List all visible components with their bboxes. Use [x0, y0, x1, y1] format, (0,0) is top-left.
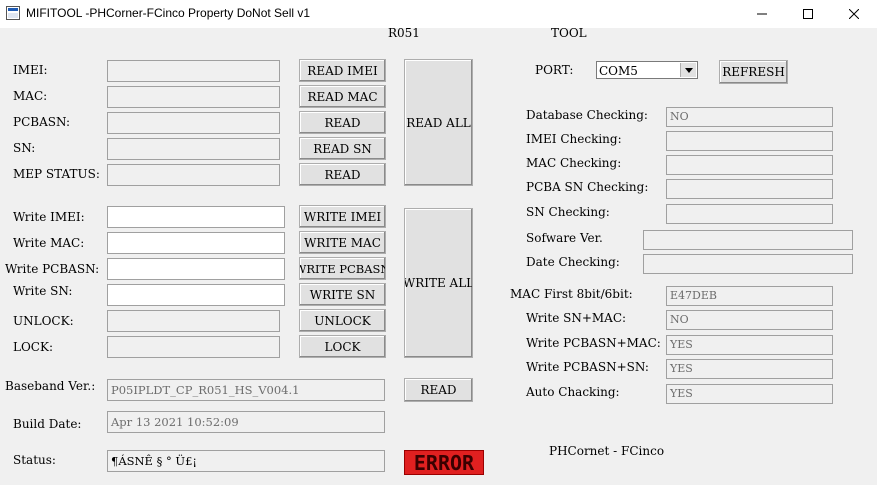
baseband-label: Baseband Ver.: [5, 379, 96, 393]
write-pcbasn-input[interactable] [107, 258, 285, 280]
refresh-button[interactable]: REFRESH [719, 60, 788, 84]
read-pcbasn-button[interactable]: READ [299, 111, 386, 134]
mac-first-bits-label: MAC First 8bit/6bit: [510, 287, 633, 301]
build-date-label: Build Date: [13, 417, 82, 431]
mep-status-label: MEP STATUS: [13, 167, 100, 181]
write-sn-label: Write SN: [13, 284, 73, 298]
read-mep-status-button[interactable]: READ [299, 163, 386, 186]
port-select[interactable]: COM5 [596, 61, 698, 79]
baseband-field: P05IPLDT_CP_R051_HS_V004.1 [107, 379, 385, 401]
database-checking-label: Database Checking: [526, 108, 648, 122]
close-button[interactable] [831, 0, 877, 28]
pcba-sn-checking-label: PCBA SN Checking: [526, 180, 649, 194]
credit-label: PHCornet - FCinco [549, 444, 665, 458]
window-title: MIFITOOL -PHCorner-FCinco Property DoNot… [26, 6, 311, 20]
sn-checking-field [666, 204, 833, 224]
imei-label: IMEI: [13, 63, 48, 77]
write-mac-label: Write MAC: [13, 236, 85, 250]
read-baseband-button[interactable]: READ [404, 378, 473, 402]
write-all-button[interactable]: WRITE ALL [404, 208, 473, 358]
imei-checking-label: IMEI Checking: [526, 132, 622, 146]
write-imei-button[interactable]: WRITE IMEI [299, 205, 386, 228]
read-all-button[interactable]: READ ALL [404, 59, 473, 186]
pcba-sn-checking-field [666, 179, 833, 199]
software-ver-field [643, 230, 853, 250]
write-pcbasn-sn-label: Write PCBASN+SN: [526, 360, 649, 374]
lock-button[interactable]: LOCK [299, 335, 386, 358]
tool-label: TOOL [551, 26, 587, 40]
error-badge-text: ERROR [413, 450, 475, 475]
write-pcbasn-mac-label: Write PCBASN+MAC: [526, 336, 661, 350]
maximize-icon [803, 9, 813, 19]
mac-read-field [107, 86, 280, 108]
mac-label: MAC: [13, 89, 48, 103]
sn-read-field [107, 138, 280, 160]
chevron-down-icon [684, 67, 693, 73]
auto-checking-label: Auto Chacking: [526, 385, 620, 399]
read-sn-button[interactable]: READ SN [299, 137, 386, 160]
maximize-button[interactable] [785, 0, 831, 28]
write-imei-label: Write IMEI: [13, 210, 85, 224]
read-imei-button[interactable]: READ IMEI [299, 59, 386, 82]
unlock-field [107, 310, 280, 332]
software-ver-label: Sofware Ver. [526, 231, 603, 245]
write-sn-mac-field: NO [666, 310, 833, 330]
write-sn-button[interactable]: WRITE SN [299, 283, 386, 306]
imei-read-field [107, 60, 280, 82]
date-checking-field [643, 254, 853, 274]
status-field: ¶ÁSNÊ § ° Ü£¡ [107, 450, 385, 472]
write-imei-input[interactable] [107, 206, 285, 228]
status-label: Status: [13, 453, 56, 467]
write-pcbasn-mac-field: YES [666, 335, 833, 355]
date-checking-label: Date Checking: [526, 255, 620, 269]
write-mac-input[interactable] [107, 232, 285, 254]
title-bar: MIFITOOL -PHCorner-FCinco Property DoNot… [0, 0, 877, 28]
write-pcbasn-sn-field: YES [666, 359, 833, 379]
unlock-button[interactable]: UNLOCK [299, 309, 386, 332]
minimize-icon [757, 13, 767, 15]
close-icon [849, 9, 859, 19]
mac-first-bits-field: E47DEB [666, 286, 833, 306]
port-label: PORT: [535, 63, 574, 77]
write-sn-input[interactable] [107, 284, 285, 306]
mac-checking-label: MAC Checking: [526, 156, 622, 170]
pcbasn-read-field [107, 112, 280, 134]
sn-label: SN: [13, 141, 36, 155]
mep-status-field [107, 164, 280, 186]
port-select-dropdown[interactable] [680, 63, 696, 77]
write-pcbasn-button[interactable]: WRITE PCBASN [299, 257, 386, 280]
write-mac-button[interactable]: WRITE MAC [299, 231, 386, 254]
write-pcbasn-label: Write PCBASN: [5, 262, 100, 276]
read-mac-button[interactable]: READ MAC [299, 85, 386, 108]
port-select-value: COM5 [599, 64, 638, 78]
lock-field [107, 336, 280, 358]
error-badge: ERROR [404, 450, 484, 475]
unlock-label: UNLOCK: [13, 314, 74, 328]
mac-checking-field [666, 155, 833, 175]
sn-checking-label: SN Checking: [526, 205, 610, 219]
model-label: R051 [388, 26, 420, 40]
auto-checking-field: YES [666, 384, 833, 404]
app-icon [6, 6, 20, 20]
write-sn-mac-label: Write SN+MAC: [526, 311, 627, 325]
lock-label: LOCK: [13, 340, 53, 354]
database-checking-field: NO [666, 107, 833, 127]
pcbasn-label: PCBASN: [13, 115, 71, 129]
build-date-field: Apr 13 2021 10:52:09 [107, 411, 385, 433]
minimize-button[interactable] [739, 0, 785, 28]
imei-checking-field [666, 131, 833, 151]
